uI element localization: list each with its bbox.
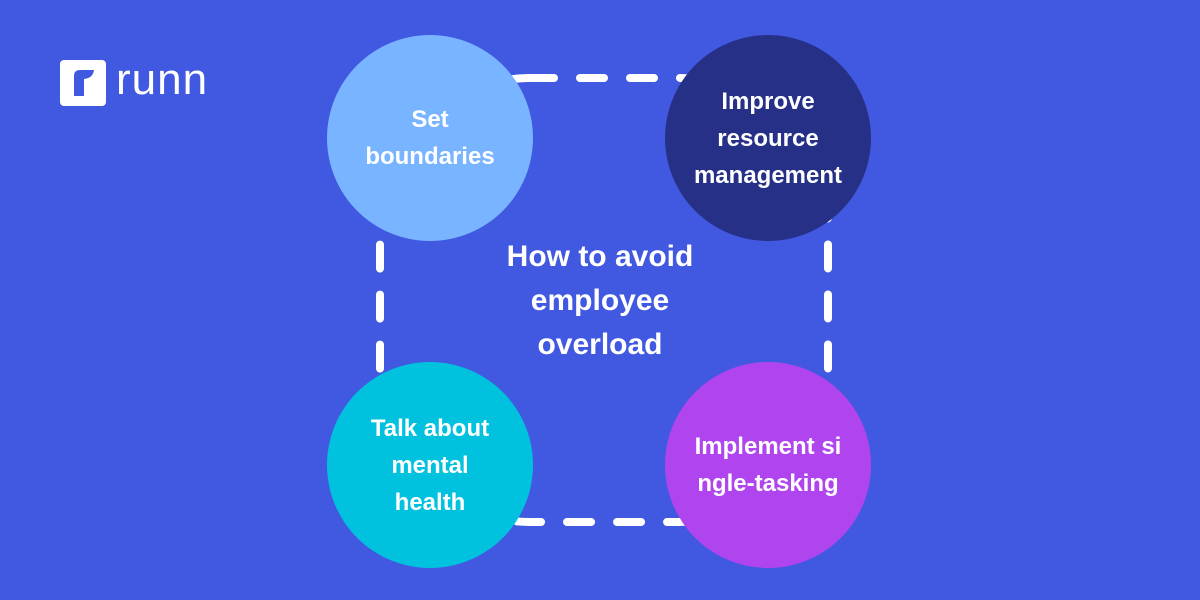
node-improve-resource-management: Improve resource management [665,35,871,241]
node-set-boundaries: Set boundaries [327,35,533,241]
node-label: Set boundaries [365,106,495,170]
node-label: Talk about mental health [370,414,490,516]
runn-logo: runn [60,55,209,106]
diagram-title: How to avoid employee overload [506,240,694,361]
node-talk-about-mental-health: Talk about mental health [327,362,533,568]
node-implement-single-tasking: Implement single-tasking [665,362,871,568]
node-label: Improve resource management [693,87,843,189]
logo-text: runn [116,55,209,104]
node-label: Implement single-tasking [694,433,842,497]
runn-logo-mark-icon [60,60,106,106]
